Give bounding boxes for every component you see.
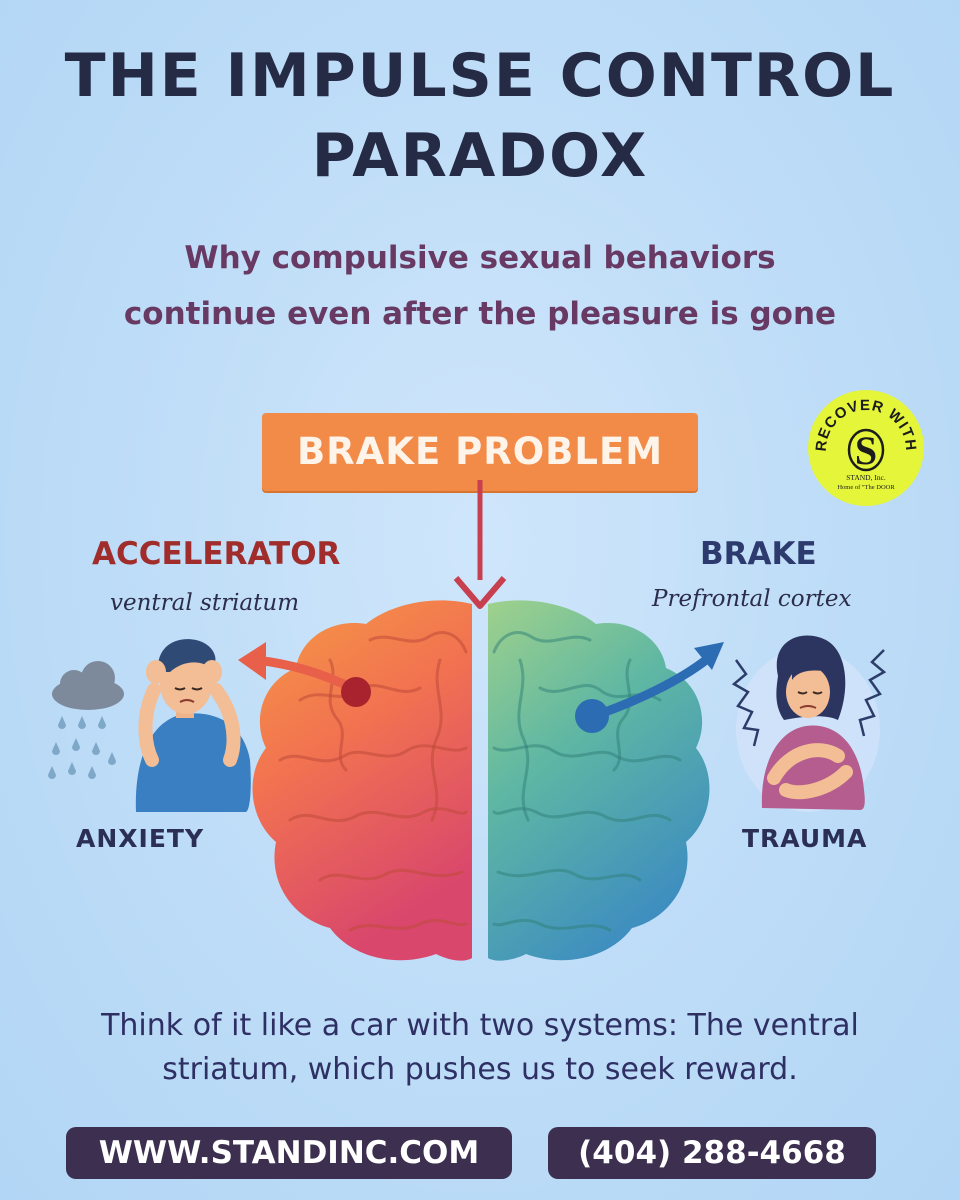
- brain-diagram: [48, 480, 887, 961]
- title-line-2: PARADOX: [311, 121, 649, 191]
- phone-link[interactable]: (404) 288-4668: [548, 1127, 876, 1179]
- logo-line-2: Home of "The DOOR: [837, 484, 895, 491]
- subtitle-line-2: continue even after the pleasure is gone: [123, 296, 837, 332]
- logo-letter: S: [855, 428, 877, 473]
- rain-cloud-icon: [48, 661, 124, 779]
- website-link[interactable]: WWW.STANDINC.COM: [66, 1127, 512, 1179]
- subtitle-line-1: Why compulsive sexual behaviors: [184, 240, 776, 276]
- brake-arrow-icon: [575, 642, 724, 733]
- brake-problem-banner: BRAKE PROBLEM: [262, 413, 698, 491]
- title-line-1: THE IMPULSE CONTROL: [64, 41, 896, 111]
- logo-line-1: STAND, Inc.: [846, 473, 886, 482]
- down-arrow-icon: [453, 480, 507, 609]
- body-text-line-2: striatum, which pushes us to seek reward…: [162, 1052, 798, 1087]
- distressed-woman-icon: [731, 635, 887, 812]
- anxious-man-icon: [135, 639, 251, 812]
- anxiety-label: ANXIETY: [76, 824, 205, 853]
- trauma-label: TRAUMA: [742, 824, 868, 853]
- accelerator-sublabel: ventral striatum: [110, 590, 300, 616]
- accelerator-arrow-icon: [238, 642, 371, 707]
- brake-sublabel: Prefrontal cortex: [652, 586, 852, 612]
- brain-icon: [252, 600, 710, 961]
- body-text-line-1: Think of it like a car with two systems:…: [101, 1008, 859, 1043]
- accelerator-label: ACCELERATOR: [92, 536, 341, 572]
- recover-with-stand-logo: RECOVER WITH S STAND, Inc. Home of "The …: [806, 388, 926, 508]
- brake-label: BRAKE: [700, 536, 817, 572]
